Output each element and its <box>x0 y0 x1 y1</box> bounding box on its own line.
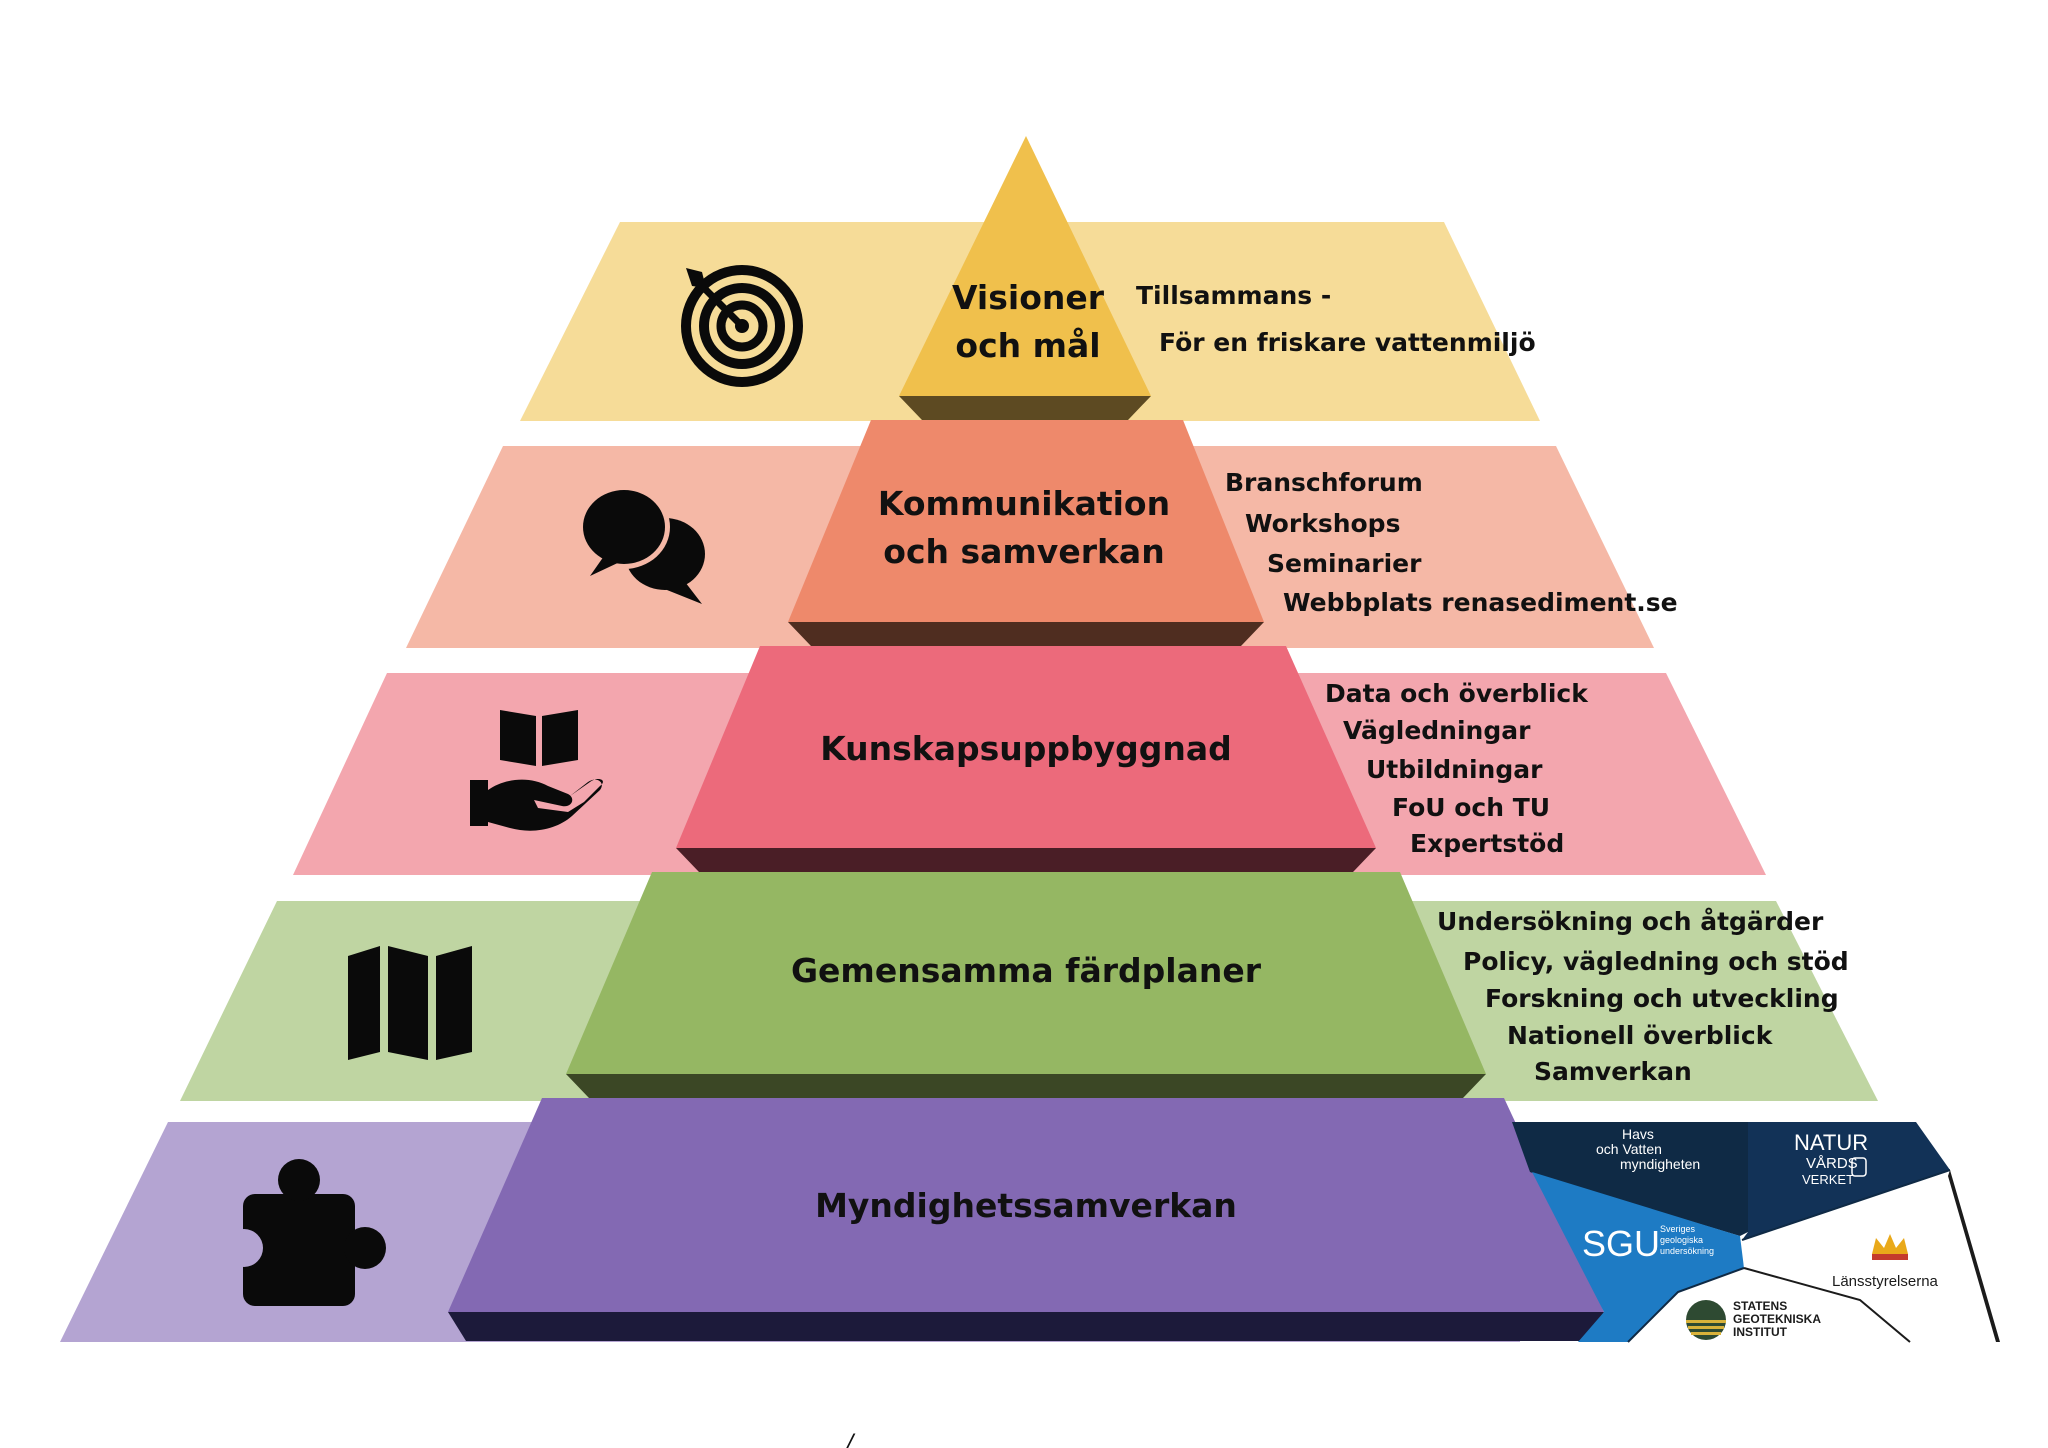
puzzle-natur-piece <box>1742 1122 1950 1240</box>
level-kunskap-item: Expertstöd <box>1410 829 1564 858</box>
level-kunskap: Kunskapsuppbyggnad Data och överblick Vä… <box>293 646 1766 875</box>
level-myndighet: Myndighetssamverkan <box>60 1098 1604 1342</box>
level-visioner-core <box>899 136 1151 396</box>
level-kommunikation: Kommunikation och samverkan Branschforum… <box>406 420 1678 648</box>
natur-crest-icon <box>1851 1157 1867 1177</box>
level-visioner-item: Tillsammans - <box>1136 281 1331 310</box>
logo-havs-line1: Havs <box>1622 1126 1654 1142</box>
level-kunskap-item: Vägledningar <box>1343 716 1531 745</box>
level-fardplaner-item: Policy, vägledning och stöd <box>1463 947 1849 976</box>
puzzle-sgu-piece <box>1532 1172 1744 1342</box>
level-kunskap-title: Kunskapsuppbyggnad <box>820 729 1232 768</box>
lansstyrelserna-crown-icon <box>1872 1234 1908 1260</box>
level-fardplaner-core <box>566 872 1486 1074</box>
level-visioner-title-line1: Visioner <box>952 278 1105 317</box>
level-kunskap-shadow <box>676 848 1376 872</box>
level-fardplaner-item: Forskning och utveckling <box>1485 984 1839 1013</box>
level-fardplaner-item: Undersökning och åtgärder <box>1437 907 1824 936</box>
level-kommunikation-item: Branschforum <box>1225 468 1423 497</box>
footer-mark: / <box>844 1431 856 1448</box>
level-myndighet-title: Myndighetssamverkan <box>815 1186 1237 1225</box>
level-fardplaner-shadow <box>566 1074 1486 1098</box>
logo-sgu-sub2: geologiska <box>1660 1235 1703 1245</box>
puzzle-havs-piece <box>1512 1122 1748 1236</box>
logo-sgi-line3: INSTITUT <box>1733 1325 1788 1339</box>
logo-natur-line3: VERKET <box>1802 1172 1854 1187</box>
level-kommunikation-item: Workshops <box>1245 509 1400 538</box>
book-in-hand-icon <box>470 710 603 831</box>
level-fardplaner-item: Nationell överblick <box>1507 1021 1774 1050</box>
logo-natur-line2: VÅRDS <box>1806 1155 1858 1172</box>
level-kommunikation-title-line2: och samverkan <box>883 532 1164 571</box>
logo-sgu-sub1: Sveriges <box>1660 1224 1696 1234</box>
level-fardplaner: Gemensamma färdplaner Undersökning och å… <box>180 872 1878 1101</box>
level-fardplaner-title: Gemensamma färdplaner <box>791 951 1262 990</box>
level-myndighet-core <box>448 1098 1604 1312</box>
puzzle-white-area <box>1628 1170 2000 1342</box>
logo-havs-line3: myndigheten <box>1620 1156 1700 1172</box>
logo-lansstyrelserna: Länsstyrelserna <box>1832 1273 1939 1290</box>
level-kunskap-item: Data och överblick <box>1325 679 1589 708</box>
level-kunskap-core <box>676 646 1376 848</box>
level-kommunikation-item: Webbplats renasediment.se <box>1283 588 1678 617</box>
level-kunskap-item: FoU och TU <box>1392 793 1550 822</box>
level-myndighet-shadow <box>448 1312 1604 1341</box>
level-kunskap-item: Utbildningar <box>1366 755 1543 784</box>
level-visioner-item: För en friskare vattenmiljö <box>1159 328 1536 357</box>
logo-havs-line2: och Vatten <box>1596 1141 1662 1157</box>
level-kommunikation-core <box>788 420 1264 622</box>
target-icon <box>681 265 803 387</box>
authority-logos-puzzle: Havs och Vatten myndigheten NATUR VÅRDS … <box>1512 1122 2000 1343</box>
puzzle-piece-icon <box>225 1159 386 1306</box>
logo-natur-line1: NATUR <box>1794 1130 1868 1155</box>
level-visioner-title-line2: och mål <box>955 326 1100 365</box>
level-visioner: Visioner och mål Tillsammans - För en fr… <box>520 136 1540 421</box>
map-icon <box>348 946 472 1060</box>
level-kommunikation-item: Seminarier <box>1267 549 1422 578</box>
logo-sgu-sub3: undersökning <box>1660 1246 1714 1256</box>
level-visioner-shadow <box>899 396 1151 420</box>
level-kommunikation-shadow <box>788 622 1264 646</box>
sgi-logo-icon <box>1686 1300 1726 1340</box>
level-fardplaner-item: Samverkan <box>1534 1057 1692 1086</box>
logo-sgi-line2: GEOTEKNISKA <box>1733 1312 1821 1326</box>
logo-sgi-line1: STATENS <box>1733 1299 1787 1313</box>
logo-sgu-mark: SGU <box>1582 1223 1660 1264</box>
level-kommunikation-title-line1: Kommunikation <box>878 484 1170 523</box>
speech-bubbles-icon <box>578 485 705 604</box>
